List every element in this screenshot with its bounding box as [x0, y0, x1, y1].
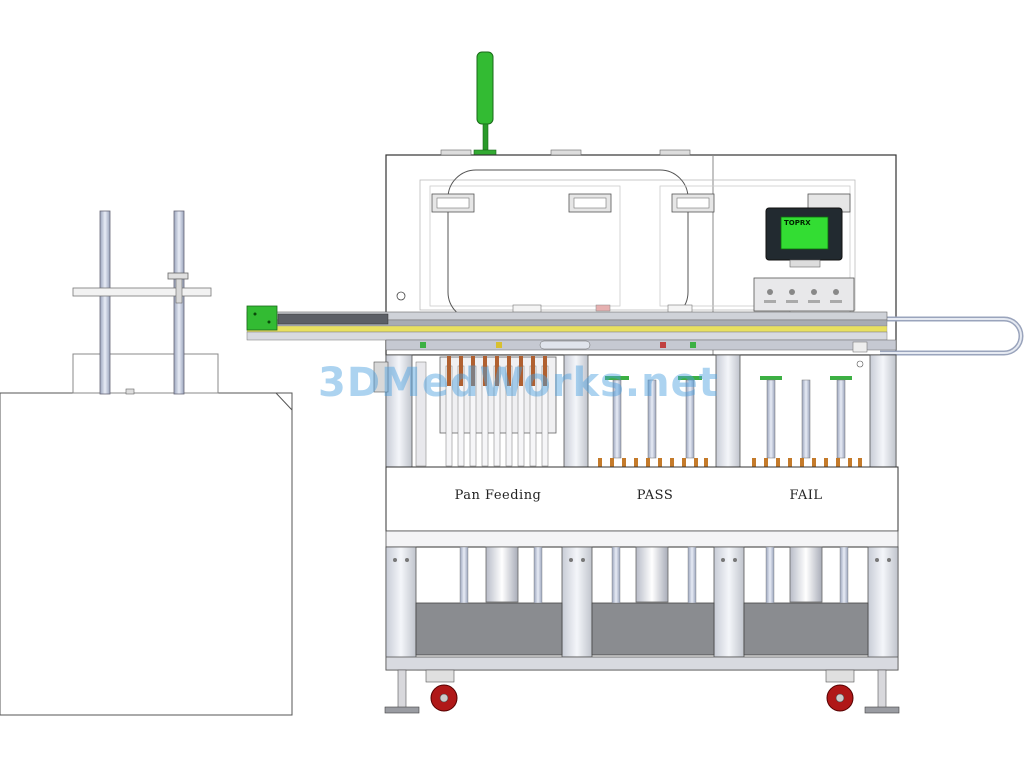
caster-wheels — [425, 669, 855, 712]
section-label-pan-feeding: Pan Feeding — [454, 488, 542, 503]
conveyor-rail — [246, 305, 1024, 356]
label-band — [385, 466, 899, 532]
lower-frame — [385, 546, 899, 671]
section-label-pass: PASS — [636, 488, 674, 503]
hmi-screen-text: TOPRX — [784, 219, 811, 227]
signal-tower — [473, 51, 497, 156]
fail-bay-mechanism — [752, 341, 868, 467]
feeder-station — [0, 210, 293, 716]
pan-feeding-mechanism — [373, 356, 557, 467]
leveling-feet — [384, 669, 900, 714]
hmi-panel — [765, 207, 843, 268]
section-label-fail: FAIL — [789, 488, 823, 503]
pass-bay-mechanism — [598, 376, 708, 467]
